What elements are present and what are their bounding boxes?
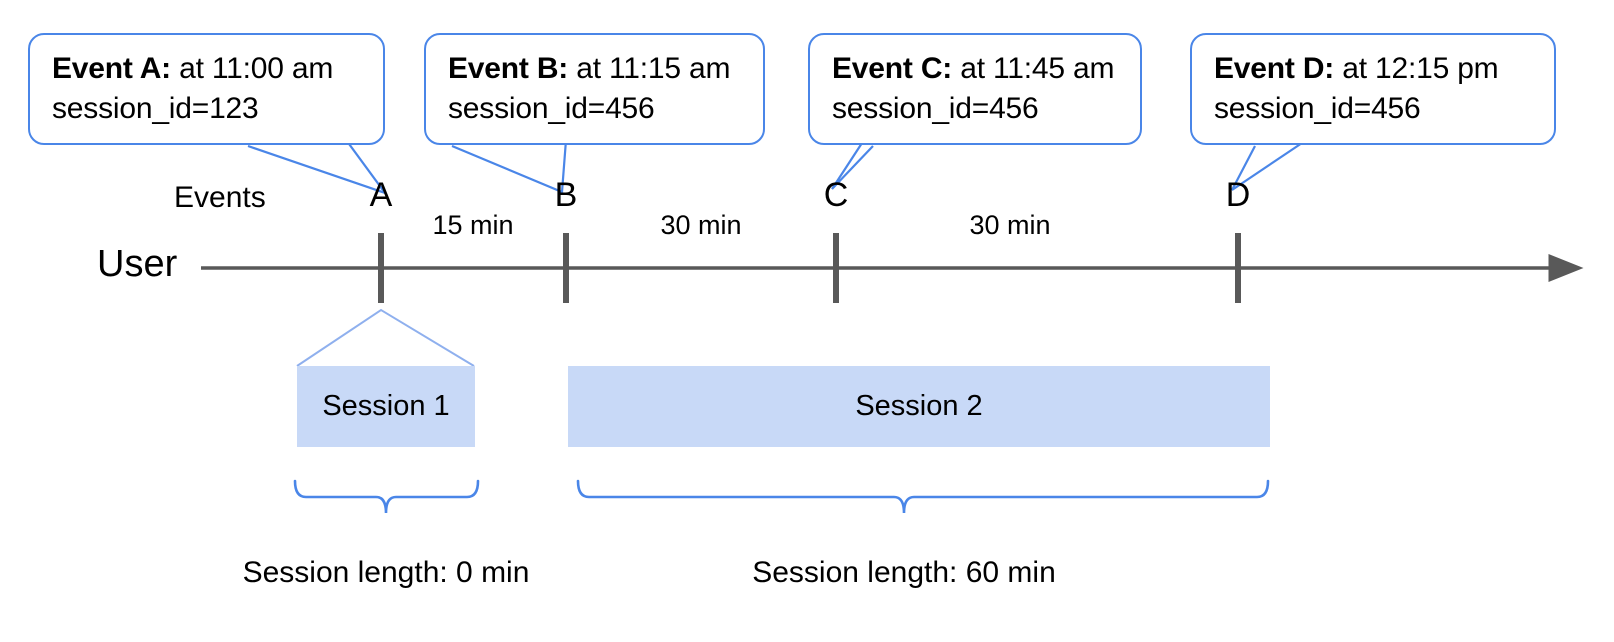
tick-label-d: D <box>1225 176 1251 214</box>
callout-event-b-title: Event B: <box>448 52 569 85</box>
duration-label-a-b: 15 min <box>432 210 514 240</box>
tick-label-a: A <box>369 176 393 214</box>
callout-event-c[interactable]: Event C: at 11:45 am session_id=456 <box>808 33 1142 145</box>
events-row-label: Events <box>174 181 266 214</box>
session-2-bar[interactable]: Session 2 <box>568 366 1270 447</box>
callout-tail-b <box>451 139 568 194</box>
session-2-bar-label: Session 2 <box>855 390 983 422</box>
session-2-length-label: Session length: 60 min <box>752 556 1056 589</box>
callout-event-c-time: at 11:45 am <box>952 52 1115 85</box>
user-axis-label: User <box>97 243 178 285</box>
callout-event-d-session: session_id=456 <box>1214 91 1421 125</box>
session-1-funnel <box>296 308 475 367</box>
callout-event-b-time: at 11:15 am <box>568 52 731 85</box>
callout-tail-c <box>831 142 874 190</box>
tick-label-c: C <box>823 176 849 214</box>
callout-event-d-time: at 12:15 pm <box>1334 52 1499 85</box>
session-1-bar-label: Session 1 <box>322 390 450 422</box>
callout-event-a-time: at 11:00 am <box>170 52 334 85</box>
callout-event-a-session: session_id=123 <box>52 91 259 125</box>
callout-event-c-title: Event C: <box>832 52 953 85</box>
callout-event-a[interactable]: Event A: at 11:00 am session_id=123 <box>28 33 385 145</box>
duration-label-c-d: 30 min <box>969 210 1051 240</box>
callout-tail-d <box>1231 142 1303 191</box>
callout-event-d-title: Event D: <box>1214 52 1335 85</box>
callout-event-c-session: session_id=456 <box>832 91 1039 125</box>
tick-label-b: B <box>554 176 578 214</box>
session-1-length-label: Session length: 0 min <box>242 556 530 589</box>
callout-event-b[interactable]: Event B: at 11:15 am session_id=456 <box>424 33 765 145</box>
session-1-bracket <box>293 479 480 514</box>
session-1-bar[interactable]: Session 1 <box>297 366 475 447</box>
callout-event-d[interactable]: Event D: at 12:15 pm session_id=456 <box>1190 33 1556 145</box>
duration-label-b-c: 30 min <box>660 210 742 240</box>
callout-event-a-title: Event A: <box>52 52 171 85</box>
callout-event-b-session: session_id=456 <box>448 91 655 125</box>
session-2-bracket <box>576 479 1270 514</box>
